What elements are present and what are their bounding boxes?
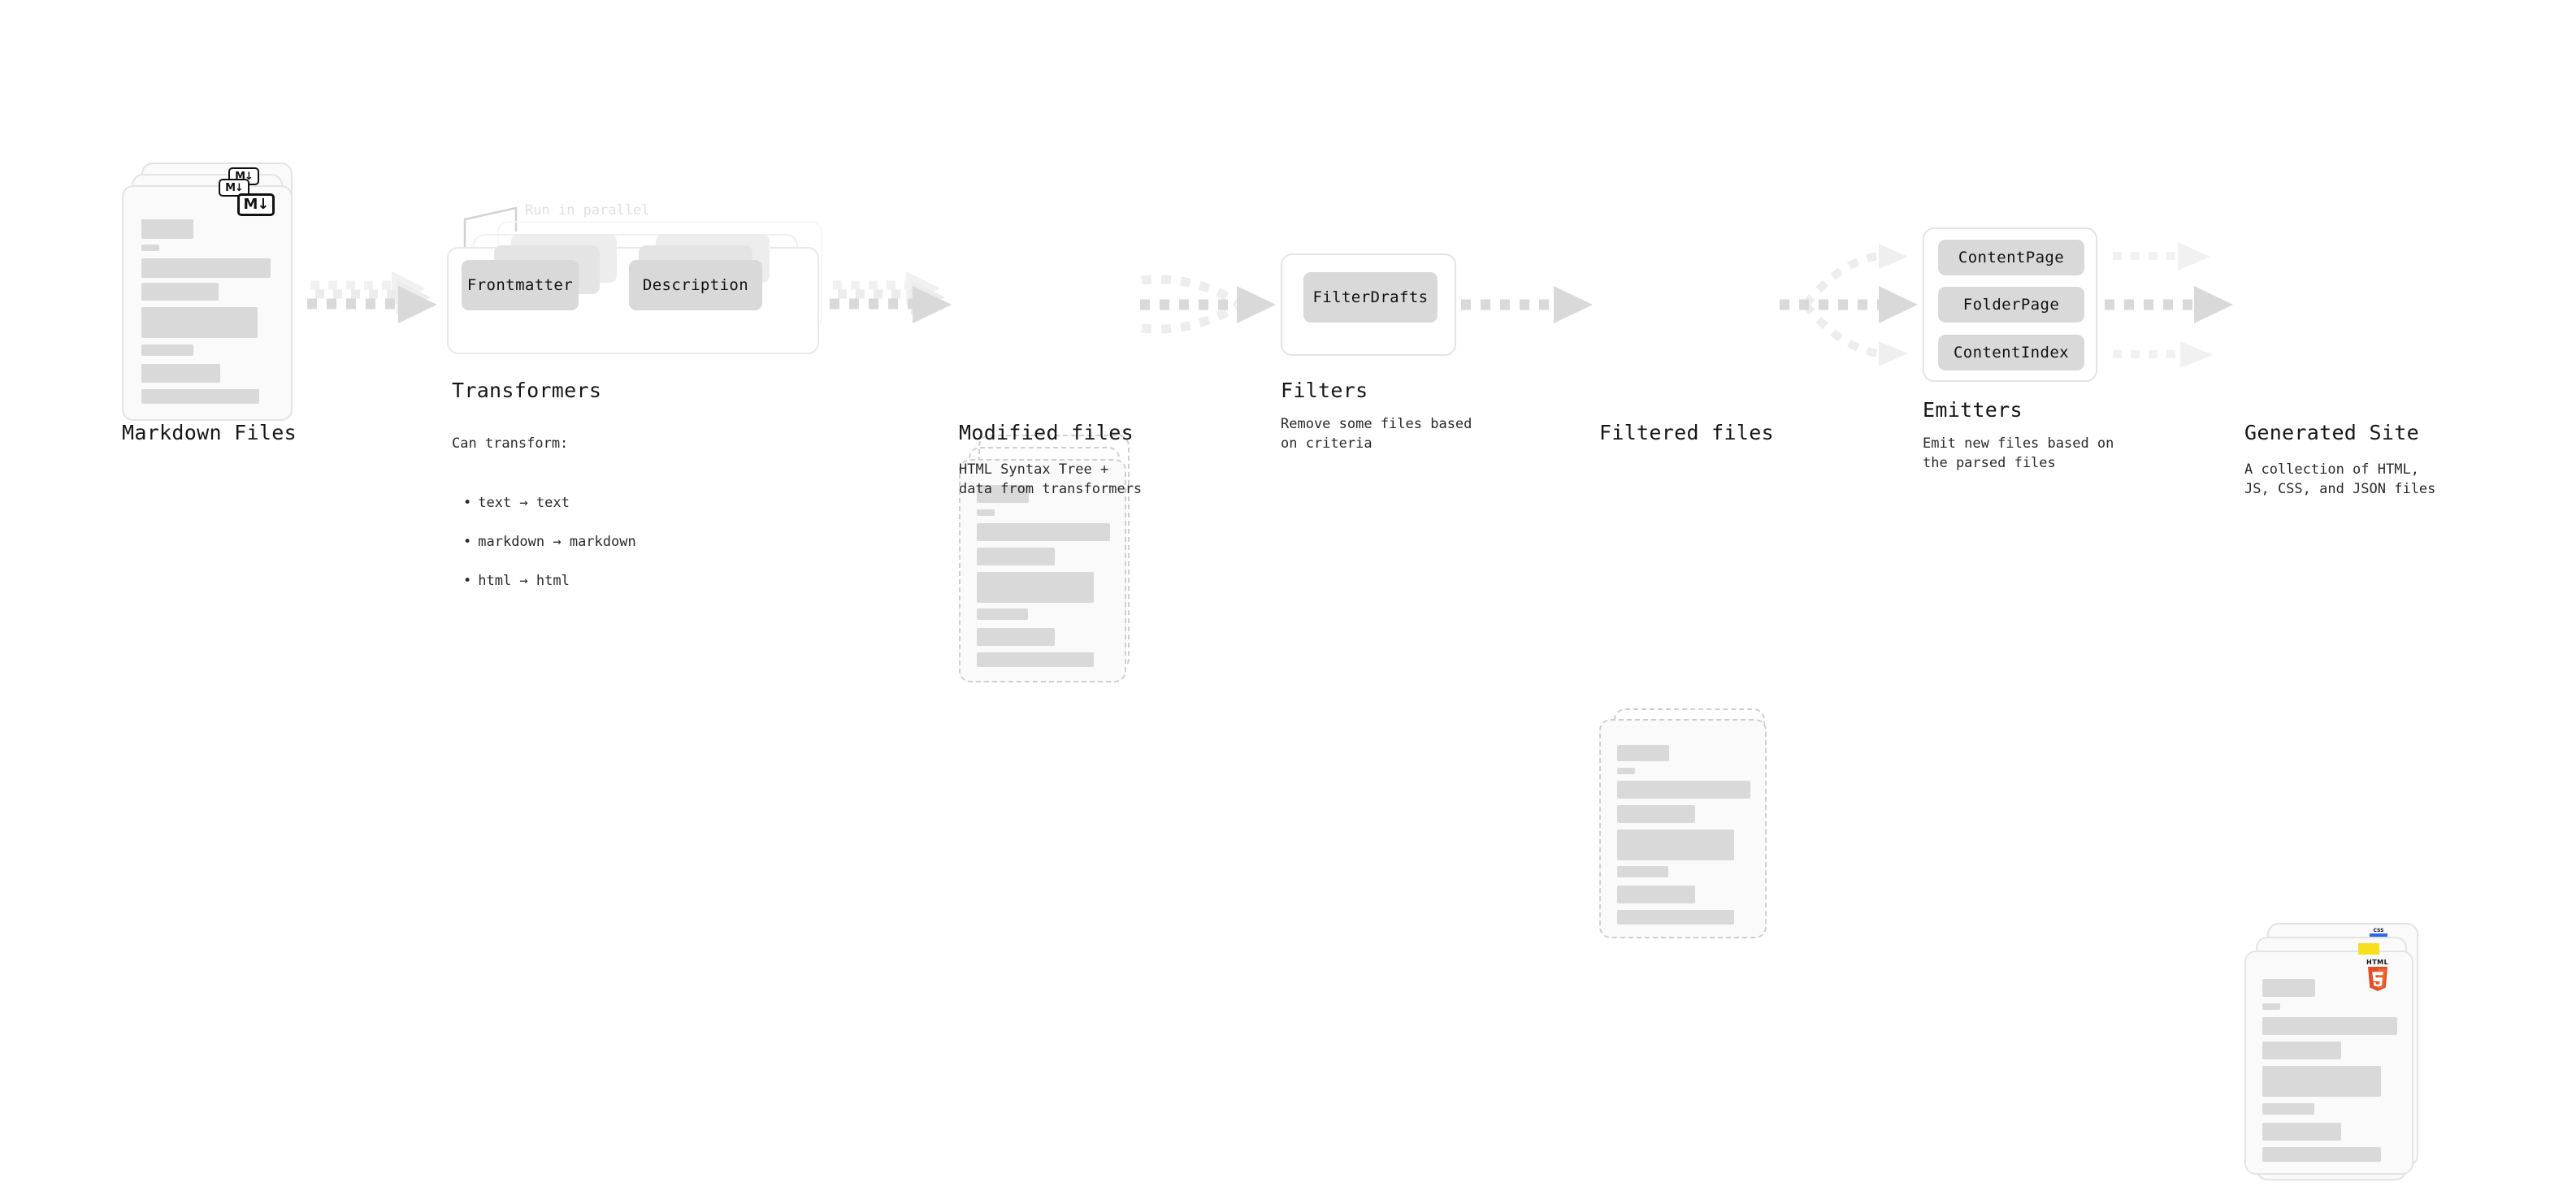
stage-transformers: Frontmatter Description (439, 203, 845, 366)
skeleton-bar (141, 307, 258, 338)
stage-subtitle-filters: Remove some files based on criteria (1281, 416, 1472, 453)
skeleton-bar (2262, 979, 2315, 997)
transformers-bullet-list: text → text markdown → markdown html → h… (452, 473, 728, 610)
skeleton-bar (141, 389, 259, 404)
skeleton-bar (2262, 1066, 2381, 1097)
stage-subtitle-generated-site: A collection of HTML, JS, CSS, and JSON … (2244, 461, 2436, 498)
skeleton-bar (977, 509, 995, 516)
emitter-chip-contentpage[interactable]: ContentPage (1938, 240, 2084, 275)
stage-title-generated-site: Generated Site (2244, 421, 2419, 444)
stage-title-filtered-files: Filtered files (1599, 421, 1774, 444)
connector-modified-to-filters (1140, 275, 1276, 334)
emitter-chip-folderpage[interactable]: FolderPage (1938, 287, 2084, 323)
js-icon (2358, 943, 2379, 955)
skeleton-bar (977, 485, 1029, 503)
filter-chip-filterdrafts[interactable]: FilterDrafts (1303, 272, 1438, 323)
stage-title-emitters: Emitters (1923, 398, 2023, 422)
markdown-icon-mid: M↓ (219, 179, 249, 197)
skeleton-bar (141, 364, 220, 383)
emitter-chip-contentindex[interactable]: ContentIndex (1938, 335, 2084, 370)
transformer-chip-description[interactable]: Description (629, 260, 762, 310)
skeleton-bar (1617, 829, 1734, 860)
stage-filters: FilterDrafts (1281, 253, 1459, 356)
skeleton-bar (141, 258, 271, 278)
stage-title-filters: Filters (1281, 379, 1368, 402)
transformers-subtitle-lead: Can transform: (452, 435, 569, 453)
transformers-bullet-0: text → text (463, 493, 728, 513)
transformers-bullet-1: markdown → markdown (463, 532, 728, 552)
skeleton-bar (977, 652, 1094, 667)
emitter-chip-contentpage-label: ContentPage (1958, 249, 2065, 266)
skeleton-bar (2262, 1147, 2381, 1162)
filtered-card-front (1599, 719, 1767, 938)
css-icon-bar (2370, 933, 2387, 937)
html5-icon-shield (2367, 967, 2388, 991)
transformers-bullet-2: html → html (463, 571, 728, 591)
stage-subtitle-modified-files: HTML Syntax Tree + data from transformer… (959, 461, 1143, 498)
html5-icon: HTML (2366, 959, 2388, 991)
run-in-parallel-label: Run in parallel (525, 202, 650, 219)
emitters-box: ContentPage FolderPage ContentIndex (1923, 227, 2097, 382)
connector-emitters-to-site (2105, 242, 2233, 368)
connector-md-to-transformers (307, 271, 437, 323)
stage-subtitle-transformers: Can transform: text → text markdown → ma… (452, 414, 728, 630)
transformer-chip-description-label: Description (642, 276, 749, 294)
stage-title-markdown-files: Markdown Files (122, 421, 297, 444)
filter-chip-filterdrafts-label: FilterDrafts (1312, 288, 1429, 306)
stage-markdown-files: M↓ M↓ M↓ (122, 162, 317, 422)
emitter-chip-folderpage-label: FolderPage (1962, 296, 2060, 314)
stage-subtitle-emitters: Emit new files based on the parsed files (1923, 435, 2114, 472)
skeleton-bar (2262, 1123, 2341, 1141)
markdown-icon: M↓ (237, 193, 275, 216)
skeleton-bar (1617, 866, 1668, 877)
filters-box: FilterDrafts (1281, 253, 1456, 356)
html5-icon-label: HTML (2366, 959, 2389, 966)
skeleton-bar (977, 572, 1094, 603)
skeleton-bar (2262, 1103, 2314, 1115)
markdown-card-front (122, 185, 293, 421)
css-icon: CSS (2370, 929, 2387, 937)
skeleton-bar (1617, 745, 1669, 761)
connector-filters-to-filtered (1461, 286, 1593, 323)
connector-transformers-to-modified (830, 271, 952, 323)
skeleton-bar (141, 283, 219, 301)
stage-title-transformers: Transformers (452, 379, 602, 402)
js-icon-box (2358, 943, 2379, 955)
skeleton-bar (1617, 886, 1695, 903)
skeleton-bar (977, 628, 1055, 646)
skeleton-bar (1617, 910, 1734, 925)
skeleton-bar (1617, 768, 1635, 774)
skeleton-bar (1617, 781, 1750, 799)
stage-title-modified-files: Modified files (959, 421, 1134, 444)
pipeline-diagram: M↓ M↓ M↓ Markdown Files Frontmatter Desc… (0, 0, 2576, 681)
skeleton-bar (141, 245, 159, 251)
skeleton-bar (141, 344, 193, 356)
skeleton-bar (1617, 805, 1695, 823)
emitter-chip-contentindex-label: ContentIndex (1953, 344, 2070, 362)
stage-generated-site: CSS HTML (2244, 923, 2448, 1191)
skeleton-bar (2262, 1003, 2280, 1010)
transformer-chip-frontmatter[interactable]: Frontmatter (462, 260, 579, 310)
skeleton-bar (977, 523, 1110, 541)
skeleton-bar (977, 608, 1028, 620)
stage-filtered-files (1599, 708, 1794, 952)
connector-filtered-to-emitters (1780, 244, 1918, 366)
skeleton-bar (141, 219, 193, 239)
transformer-chip-frontmatter-label: Frontmatter (466, 276, 574, 294)
skeleton-bar (2262, 1017, 2397, 1035)
stage-emitters: ContentPage FolderPage ContentIndex (1923, 227, 2110, 382)
skeleton-bar (977, 548, 1055, 565)
skeleton-bar (2262, 1042, 2341, 1059)
